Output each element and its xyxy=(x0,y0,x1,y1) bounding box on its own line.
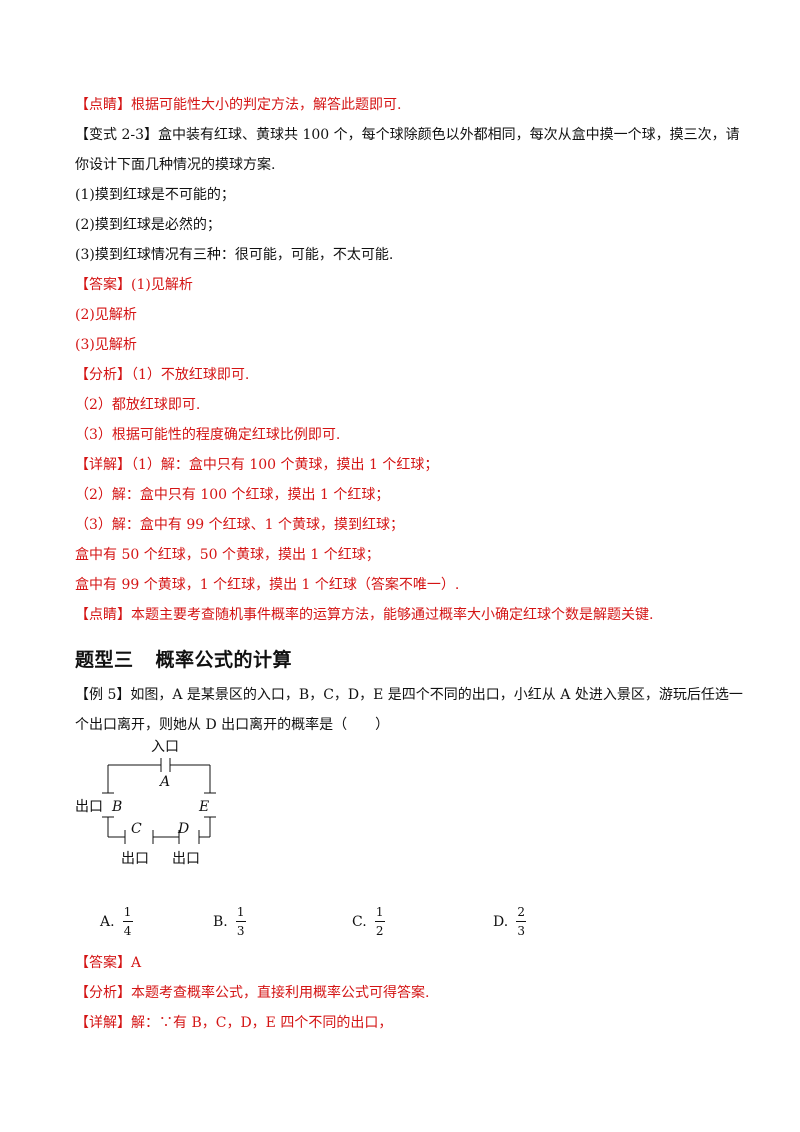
label-b: B xyxy=(111,799,122,815)
option-c[interactable]: C. 1 2 xyxy=(352,905,385,938)
option-d-fraction: 2 3 xyxy=(516,905,527,938)
detail-line-5: 盒中有 99 个黄球，1 个红球，摸出 1 个红球（答案不唯一）. xyxy=(75,577,460,593)
problem-variant-line-1: 【变式 2-3】盒中装有红球、黄球共 100 个，每个球除颜色以外都相同，每次从… xyxy=(75,127,740,143)
exit-label-d: 出口 xyxy=(172,851,200,867)
label-e: E xyxy=(198,799,209,815)
question-part-1: (1)摸到红球是不可能的； xyxy=(75,187,235,203)
option-c-denominator: 2 xyxy=(375,924,384,938)
entrance-label: 入口 xyxy=(151,739,179,755)
option-a[interactable]: A. 1 4 xyxy=(100,905,133,938)
option-b-letter: B. xyxy=(213,913,228,930)
option-a-denominator: 4 xyxy=(123,924,132,938)
option-d[interactable]: D. 2 3 xyxy=(493,905,527,938)
example-line-1: 【例 5】如图，A 是某景区的入口，B，C，D，E 是四个不同的出口，小红从 A… xyxy=(75,687,743,703)
option-c-numerator: 1 xyxy=(375,905,384,919)
option-d-denominator: 3 xyxy=(517,924,525,938)
analysis-line-2: （2）都放红球即可. xyxy=(75,397,201,413)
scenic-area-diagram: 入口 A 出口 B E C D 出口 出口 xyxy=(75,739,216,867)
analysis-line-1: 【分析】（1）不放红球即可. xyxy=(75,367,250,383)
answer-line-3: (3)见解析 xyxy=(75,337,137,353)
detail-line-4: 盒中有 50 个红球，50 个黄球，摸出 1 个红球； xyxy=(75,547,380,563)
example-line-2: 个出口离开，则她从 D 出口离开的概率是（ ） xyxy=(75,717,390,733)
option-d-numerator: 2 xyxy=(517,905,525,919)
example-detail: 【详解】解：∵有 B，C，D，E 四个不同的出口， xyxy=(75,1015,393,1031)
question-part-2: (2)摸到红球是必然的； xyxy=(75,217,221,233)
label-c: C xyxy=(131,821,142,837)
section-title-number: 题型三 xyxy=(75,649,134,671)
answer-options: A. 1 4 B. 1 3 C. 1 2 D. xyxy=(75,905,735,945)
label-d: D xyxy=(177,821,189,837)
option-a-fraction: 1 4 xyxy=(122,905,133,938)
exit-label-c: 出口 xyxy=(121,851,149,867)
detail-line-3: （3）解：盒中有 99 个红球、1 个黄球，摸到红球； xyxy=(75,517,404,533)
option-a-numerator: 1 xyxy=(123,905,132,919)
analysis-line-3: （3）根据可能性的程度确定红球比例即可. xyxy=(75,427,341,443)
option-b-numerator: 1 xyxy=(236,905,245,919)
detail-line-1: 【详解】（1）解：盒中只有 100 个黄球，摸出 1 个红球； xyxy=(75,457,439,473)
question-part-3: (3)摸到红球情况有三种：很可能，可能，不太可能. xyxy=(75,247,394,263)
exit-label-b: 出口 xyxy=(75,799,103,815)
option-b[interactable]: B. 1 3 xyxy=(213,905,246,938)
example-analysis: 【分析】本题考查概率公式，直接利用概率公式可得答案. xyxy=(75,985,430,1001)
section-title-text: 概率公式的计算 xyxy=(155,649,293,671)
answer-line-2: (2)见解析 xyxy=(75,307,137,323)
option-b-fraction: 1 3 xyxy=(235,905,246,938)
option-b-denominator: 3 xyxy=(236,924,245,938)
section-title: 题型三概率公式的计算 xyxy=(75,645,292,672)
option-c-letter: C. xyxy=(352,913,367,930)
problem-variant-line-2: 你设计下面几种情况的摸球方案. xyxy=(75,157,276,173)
comment-line: 【点睛】根据可能性大小的判定方法，解答此题即可. xyxy=(75,97,402,113)
comment-line-2: 【点睛】本题主要考查随机事件概率的运算方法，能够通过概率大小确定红球个数是解题关… xyxy=(75,607,654,623)
example-answer: 【答案】A xyxy=(75,955,142,971)
detail-line-2: （2）解：盒中只有 100 个红球，摸出 1 个红球； xyxy=(75,487,390,503)
option-c-fraction: 1 2 xyxy=(374,905,385,938)
option-d-letter: D. xyxy=(493,913,509,930)
label-a: A xyxy=(158,774,170,790)
option-a-letter: A. xyxy=(100,913,115,930)
answer-line-1: 【答案】(1)见解析 xyxy=(75,277,193,293)
